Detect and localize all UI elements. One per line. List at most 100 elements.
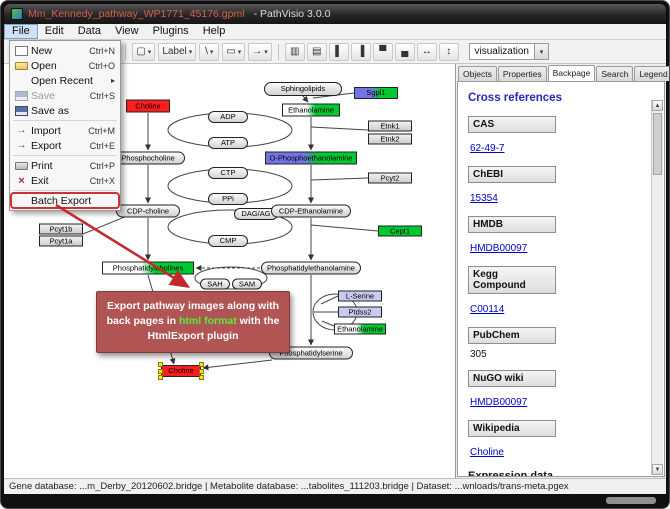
scrollbar-up-icon[interactable]: ▲ xyxy=(652,100,663,111)
backpage-value-kegg-compound[interactable]: C00114 xyxy=(470,304,505,315)
toolbar-match-height-button[interactable]: ↕ xyxy=(438,42,459,61)
backpage-section-header: HMDB xyxy=(468,216,556,233)
pathway-node-sgpl1[interactable]: Sgpl1 xyxy=(354,87,398,99)
dropdown-caret-icon: ▾ xyxy=(237,48,242,56)
pathway-node-sah[interactable]: SAH xyxy=(200,278,230,290)
toolbar-connector-tool-button[interactable]: →▾ xyxy=(248,42,272,61)
pathway-node-l-serine[interactable]: L-Serine xyxy=(338,290,382,302)
pathway-node-pcyt1a[interactable]: Pcyt1a xyxy=(39,235,83,247)
align-bottom-icon: ▄ xyxy=(401,46,409,57)
pathway-node-ptdss2[interactable]: Ptdss2 xyxy=(338,306,382,318)
bottom-scrollbar[interactable] xyxy=(606,497,656,504)
dropdown-caret-icon: ▾ xyxy=(147,48,152,56)
toolbar-align-bottom-button[interactable]: ▄ xyxy=(394,42,415,61)
tab-search[interactable]: Search xyxy=(596,66,634,81)
tab-backpage[interactable]: Backpage xyxy=(547,65,596,81)
pathway-node-cept1[interactable]: Cept1 xyxy=(378,225,422,237)
toolbar-align-top-button[interactable]: ▀ xyxy=(372,42,393,61)
pathway-node-ethanolamine[interactable]: Ethanolamine xyxy=(334,323,386,335)
backpage-value-hmdb[interactable]: HMDB00097 xyxy=(470,243,528,254)
pathway-node-pcyt1b[interactable]: Pcyt1b xyxy=(39,223,83,235)
selection-handle[interactable] xyxy=(199,375,204,380)
pathway-node-pcyt2[interactable]: Pcyt2 xyxy=(368,172,412,184)
tab-legend[interactable]: Legend xyxy=(634,66,669,81)
app-icon xyxy=(11,8,23,20)
scrollbar-down-icon[interactable]: ▼ xyxy=(652,464,663,475)
backpage-scrollbar[interactable]: ▲ ▼ xyxy=(651,100,663,475)
pathway-node-cdp-ethanolamine[interactable]: CDP-Ethanolamine xyxy=(271,204,351,218)
file-menu-item-batch-export[interactable]: Batch Export xyxy=(10,192,120,209)
toolbar-align-center-x-button[interactable]: ▥ xyxy=(284,42,305,61)
window-title-app: - PathVisio 3.0.0 xyxy=(253,8,331,20)
pathway-node-phosphatidylserine[interactable]: Phosphatidylserine xyxy=(269,346,353,360)
pathway-node-ethanolamine[interactable]: Ethanolamine xyxy=(282,103,340,117)
menubar-item-plugins[interactable]: Plugins xyxy=(152,25,189,37)
toolbar-align-center-y-button[interactable]: ▤ xyxy=(306,42,327,61)
menubar-item-view[interactable]: View xyxy=(114,25,139,37)
selection-handle[interactable] xyxy=(158,362,163,367)
titlebar[interactable]: Mm_Kennedy_pathway_WP1771_45176.gpml - P… xyxy=(4,4,666,24)
pathway-node-cmp[interactable]: CMP xyxy=(208,235,248,247)
menu-item-label: New xyxy=(31,44,53,57)
toolbar-match-width-button[interactable]: ↔ xyxy=(416,42,437,61)
pathway-node-ppi[interactable]: PPi xyxy=(208,193,248,205)
pathway-node-adp[interactable]: ADP xyxy=(208,111,248,123)
toolbar-align-right-button[interactable]: ▐ xyxy=(350,42,371,61)
menubar-item-file[interactable]: File xyxy=(4,24,38,39)
toolbar-align-left-button[interactable]: ▌ xyxy=(328,42,349,61)
pathway-node-phosphatidylcholines[interactable]: Phosphatidylcholines xyxy=(102,261,194,275)
selection-handle[interactable] xyxy=(158,375,163,380)
visualization-value: visualization xyxy=(474,46,529,57)
visualization-dropdown-caret-icon[interactable]: ▾ xyxy=(534,44,548,59)
backpage-section-header: ChEBI xyxy=(468,166,556,183)
toolbar-datanode-tool-button[interactable]: ▢▾ xyxy=(132,42,156,61)
menubar-item-help[interactable]: Help xyxy=(202,25,226,37)
pathway-node-etnk2[interactable]: Etnk2 xyxy=(368,133,412,145)
saveas-disk-icon xyxy=(15,105,28,116)
pathway-node-etnk1[interactable]: Etnk1 xyxy=(368,120,412,132)
tab-objects[interactable]: Objects xyxy=(458,66,497,81)
menu-item-shortcut: Ctrl+X xyxy=(89,175,115,186)
pathway-node-choline[interactable]: Choline xyxy=(126,99,170,113)
pathway-node-phosphocholine[interactable]: Phosphocholine xyxy=(111,151,185,165)
file-menu-item-save-as[interactable]: Save as xyxy=(11,103,119,118)
backpage-value-chebi[interactable]: 15354 xyxy=(470,193,498,204)
menubar-item-data[interactable]: Data xyxy=(77,25,101,37)
backpage-value-wikipedia[interactable]: Choline xyxy=(470,447,504,458)
selection-handle[interactable] xyxy=(158,369,163,374)
pathway-node-ctp[interactable]: CTP xyxy=(208,167,248,179)
toolbar-label-tool-button[interactable]: Label▾ xyxy=(158,42,197,61)
menu-separator xyxy=(13,155,117,156)
tab-properties[interactable]: Properties xyxy=(497,66,547,81)
selection-handle[interactable] xyxy=(199,362,204,367)
backpage-value-cas[interactable]: 62-49-7 xyxy=(470,143,505,154)
print-icon xyxy=(15,161,28,170)
toolbar-line-tool-button[interactable]: \▾ xyxy=(199,42,220,61)
toolbar-shape-tool-button[interactable]: ▭▾ xyxy=(222,42,246,61)
menu-separator xyxy=(13,190,117,191)
pathway-node-o-phosphoethanolamine[interactable]: O-Phosphoethanolamine xyxy=(265,151,357,165)
pathway-node-atp[interactable]: ATP xyxy=(208,137,248,149)
pathway-node-sphingolipids[interactable]: Sphingolipids xyxy=(264,82,342,96)
pathway-node-cdp-choline[interactable]: CDP-choline xyxy=(116,204,180,218)
backpage-value-nugo-wiki[interactable]: HMDB00097 xyxy=(470,397,528,408)
pathway-node-phosphatidylethanolamine[interactable]: Phosphatidylethanolamine xyxy=(261,261,361,275)
menubar-item-edit[interactable]: Edit xyxy=(44,25,64,37)
pathway-node-choline[interactable]: Choline xyxy=(158,362,204,380)
scrollbar-thumb[interactable] xyxy=(653,113,662,175)
file-menu-item-open-recent[interactable]: Open Recent▸ xyxy=(11,73,119,88)
visualization-select[interactable]: visualization ▾ xyxy=(468,43,549,60)
backpage-value-pubchem: 305 xyxy=(470,349,487,360)
pathway-node-sam[interactable]: SAM xyxy=(232,278,262,290)
selection-handle[interactable] xyxy=(199,369,204,374)
